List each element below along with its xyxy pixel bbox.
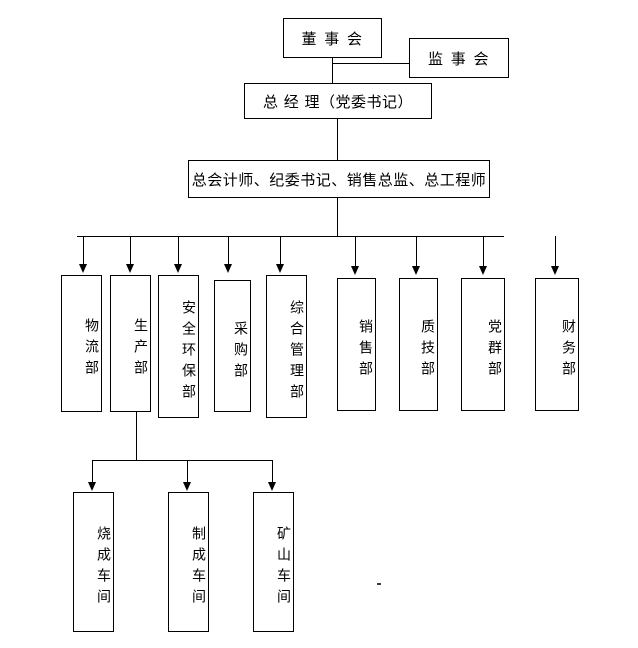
node-workshop-zhicheng: 制成车间 <box>168 492 209 632</box>
node-department-anquanhuanbao-label: 安全环保部 <box>180 300 196 405</box>
node-department-wuliu-label: 物流部 <box>83 318 99 381</box>
arrowhead-dept-7 <box>479 266 487 275</box>
node-department-zhiji-label: 质技部 <box>419 319 435 382</box>
node-workshop-kuangshan: 矿山车间 <box>253 492 294 632</box>
arrowhead-workshop-2 <box>268 482 276 491</box>
arrowhead-dept-8 <box>551 266 559 275</box>
connector-drop-dept-7 <box>483 236 485 268</box>
node-workshop-shaocheng-label: 烧成车间 <box>95 526 111 610</box>
connector-drop-dept-5 <box>355 236 357 268</box>
node-department-dangqun-label: 党群部 <box>486 319 502 382</box>
connector-drop-dept-1 <box>130 236 132 266</box>
stray-mark <box>377 583 381 585</box>
arrowhead-workshop-1 <box>183 482 191 491</box>
connector-drop-workshop-1 <box>187 460 189 484</box>
connector-drop-dept-6 <box>416 236 418 268</box>
node-department-shengchan-label: 生产部 <box>132 318 148 381</box>
node-board-of-supervisors: 监 事 会 <box>409 38 509 78</box>
node-department-shengchan: 生产部 <box>110 275 151 412</box>
connector-drop-dept-3 <box>228 236 230 266</box>
arrowhead-dept-5 <box>351 266 359 275</box>
arrowhead-dept-3 <box>224 264 232 273</box>
node-department-caigou-label: 采购部 <box>232 320 248 384</box>
node-general-manager: 总 经 理（党委书记） <box>244 83 432 119</box>
arrowhead-workshop-0 <box>88 482 96 491</box>
node-department-anquanhuanbao: 安全环保部 <box>158 275 199 418</box>
connector-drop-workshop-2 <box>272 460 274 484</box>
node-department-zonghegaunli: 综合管理部 <box>266 275 307 418</box>
connector-drop-workshop-0 <box>92 460 94 484</box>
node-workshop-kuangshan-label: 矿山车间 <box>275 526 291 610</box>
arrowhead-dept-0 <box>79 264 87 273</box>
arrowhead-dept-2 <box>174 264 182 273</box>
connector-drop-dept-0 <box>83 236 85 266</box>
node-department-xiaoshou: 销售部 <box>337 278 376 411</box>
connector-executives-stem <box>337 198 339 237</box>
node-department-caigou: 采购部 <box>214 280 251 412</box>
node-department-zonghegaunli-label: 综合管理部 <box>288 300 304 405</box>
arrowhead-dept-4 <box>276 264 284 273</box>
node-board-of-supervisors-label: 监 事 会 <box>427 49 491 68</box>
connector-drop-dept-4 <box>280 236 282 266</box>
connector-department-bus <box>77 236 504 238</box>
connector-drop-dept-2 <box>178 236 180 266</box>
connector-board-to-supervisors <box>332 63 410 65</box>
connector-production-stem <box>136 412 138 461</box>
connector-drop-dept-8 <box>555 236 557 268</box>
connector-board-stem <box>332 58 334 83</box>
connector-gm-to-executives <box>337 119 339 160</box>
node-department-wuliu: 物流部 <box>61 275 102 412</box>
node-department-xiaoshou-label: 销售部 <box>357 319 373 382</box>
connector-workshop-bus <box>92 460 273 462</box>
arrowhead-dept-6 <box>412 266 420 275</box>
node-department-zhiji: 质技部 <box>399 278 438 411</box>
node-department-caiwu-label: 财务部 <box>560 319 576 382</box>
node-board-of-directors: 董 事 会 <box>283 18 382 58</box>
node-department-dangqun: 党群部 <box>461 278 505 411</box>
node-executives-label: 总会计师、纪委书记、销售总监、总工程师 <box>191 170 487 189</box>
node-workshop-shaocheng: 烧成车间 <box>73 492 114 632</box>
node-department-caiwu: 财务部 <box>535 278 579 411</box>
arrowhead-dept-1 <box>126 264 134 273</box>
node-board-of-directors-label: 董 事 会 <box>301 29 364 48</box>
node-executives: 总会计师、纪委书记、销售总监、总工程师 <box>188 160 490 198</box>
node-general-manager-label: 总 经 理（党委书记） <box>262 92 414 111</box>
node-workshop-zhicheng-label: 制成车间 <box>190 526 206 610</box>
